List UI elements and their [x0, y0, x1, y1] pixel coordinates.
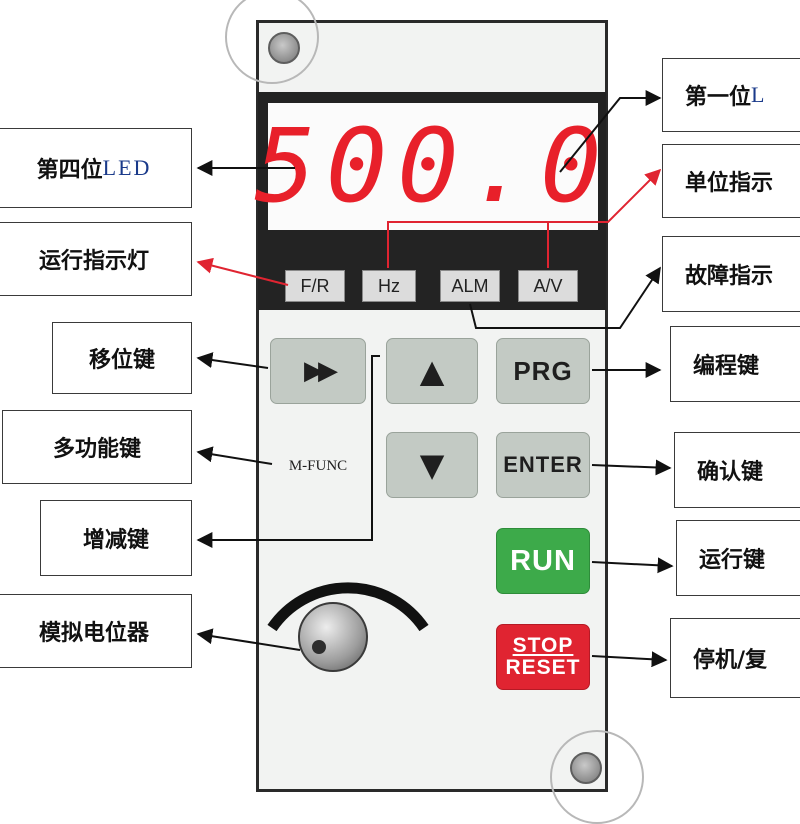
label-confirm-key: 确认键 — [674, 432, 800, 508]
label-first-led-led: L — [751, 82, 767, 107]
label-stop-reset-key-text: 停机/复 — [693, 648, 768, 673]
potentiometer-knob[interactable] — [298, 602, 368, 672]
indicator-av: A/V — [518, 270, 578, 302]
label-multi-function-key: 多功能键 — [2, 410, 192, 484]
up-button[interactable]: ▲ — [386, 338, 478, 404]
screw-bottom-right — [570, 752, 602, 784]
led-display-value: 500.0 — [254, 106, 612, 226]
shift-button[interactable]: ▶▶ — [270, 338, 366, 404]
run-button[interactable]: RUN — [496, 528, 590, 594]
reset-label: RESET — [505, 656, 581, 679]
label-multi-function-key-text: 多功能键 — [52, 437, 141, 462]
label-shift-key: 移位键 — [52, 322, 192, 394]
label-run-indicator-text: 运行指示灯 — [38, 249, 149, 274]
label-inc-dec-key-text: 增减键 — [82, 528, 149, 553]
stop-label: STOP — [512, 633, 574, 657]
led-display-window — [268, 103, 598, 230]
corner-arc-top-left — [225, 0, 319, 84]
m-func-button-label: M-FUNC — [288, 457, 348, 474]
indicator-alm: ALM — [440, 270, 500, 302]
label-program-key: 编程键 — [670, 326, 800, 402]
label-first-led: 第一位 L — [662, 58, 800, 132]
label-potentiometer-text: 模拟电位器 — [38, 621, 149, 646]
label-potentiometer: 模拟电位器 — [0, 594, 192, 668]
arrow-down-icon: ▼ — [419, 446, 445, 484]
label-shift-key-text: 移位键 — [88, 348, 155, 373]
screw-top-left — [268, 32, 300, 64]
prg-button[interactable]: PRG — [496, 338, 590, 404]
label-fault-indicator-text: 故障指示 — [685, 264, 774, 289]
arrow-up-icon: ▲ — [419, 352, 445, 390]
label-run-key: 运行键 — [676, 520, 800, 596]
indicator-fr: F/R — [285, 270, 345, 302]
label-fourth-led-led: LED — [102, 155, 152, 180]
label-first-led-text: 第一位 — [685, 85, 752, 110]
label-run-indicator: 运行指示灯 — [0, 222, 192, 296]
label-unit-indicator-text: 单位指示 — [685, 171, 774, 196]
prg-button-label: PRG — [513, 355, 573, 386]
run-button-label: RUN — [510, 544, 576, 577]
m-func-button[interactable]: M-FUNC — [270, 436, 366, 496]
label-fourth-led: 第四位 LED — [0, 128, 192, 208]
label-stop-reset-key: 停机/复 — [670, 618, 800, 698]
label-fault-indicator: 故障指示 — [662, 236, 800, 312]
enter-button-label: ENTER — [503, 452, 583, 477]
down-button[interactable]: ▼ — [386, 432, 478, 498]
label-confirm-key-text: 确认键 — [697, 460, 764, 485]
label-program-key-text: 编程键 — [693, 354, 760, 379]
enter-button[interactable]: ENTER — [496, 432, 590, 498]
potentiometer-dot — [312, 640, 326, 654]
double-arrow-right-icon: ▶▶ — [304, 356, 338, 386]
label-inc-dec-key: 增减键 — [40, 500, 192, 576]
indicator-hz: Hz — [362, 270, 416, 302]
label-unit-indicator: 单位指示 — [662, 144, 800, 218]
stop-reset-button[interactable]: STOP RESET — [496, 624, 590, 690]
label-run-key-text: 运行键 — [699, 548, 766, 573]
label-fourth-led-text: 第四位 — [36, 158, 103, 183]
